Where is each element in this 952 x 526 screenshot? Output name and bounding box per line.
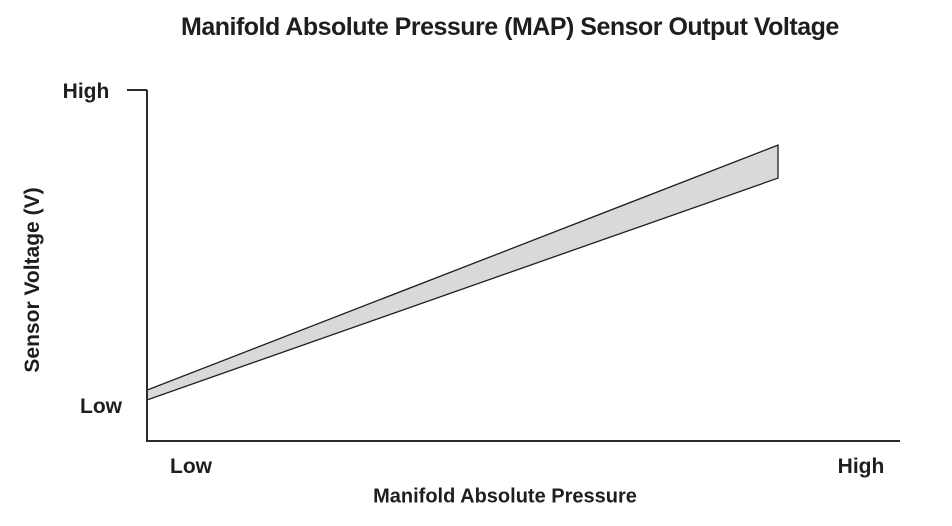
tolerance-band <box>146 144 779 401</box>
axis-lines <box>146 90 900 442</box>
x-axis-title: Manifold Absolute Pressure <box>373 485 637 508</box>
chart-title: Manifold Absolute Pressure (MAP) Sensor … <box>181 13 839 41</box>
y-axis-title: Sensor Voltage (V) <box>21 187 44 373</box>
x-tick-label-high: High <box>837 455 885 478</box>
x-tick-label-low: Low <box>170 455 212 478</box>
y-tick-label-low: Low <box>80 395 122 418</box>
y-tick-label-high: High <box>62 80 110 103</box>
